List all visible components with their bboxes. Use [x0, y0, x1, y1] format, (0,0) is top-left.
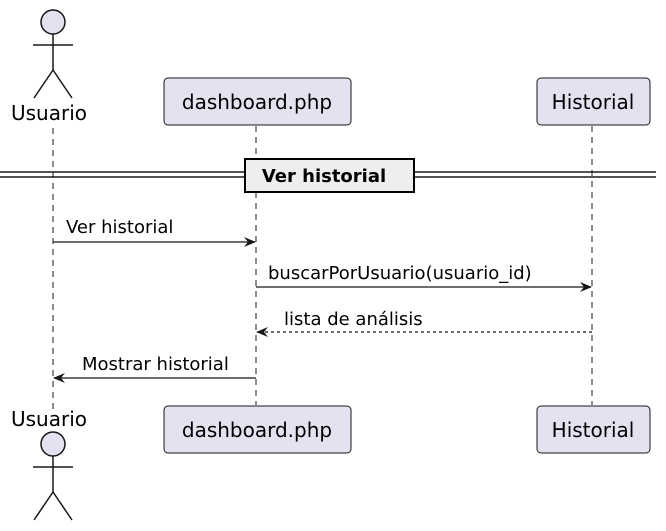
actor-usuario-bottom: Usuario — [11, 407, 87, 521]
actor-icon — [33, 9, 73, 99]
participant-box — [536, 77, 651, 126]
message-2: buscarPorUsuario(usuario_id) — [256, 263, 592, 292]
divider-ver-historial: Ver historial — [0, 158, 656, 193]
divider-label: Ver historial — [262, 166, 386, 187]
message-label: buscarPorUsuario(usuario_id) — [268, 263, 532, 284]
message-label: Ver historial — [66, 217, 173, 238]
participant-dashboard-top: dashboard.php — [163, 77, 352, 126]
actor-label: Usuario — [11, 101, 87, 125]
divider-box — [244, 158, 415, 193]
participant-box — [163, 77, 352, 126]
message-4: Mostrar historial — [53, 354, 256, 383]
actor-usuario-top: Usuario — [11, 9, 87, 125]
message-label: lista de análisis — [284, 309, 423, 330]
participant-dashboard-bottom: dashboard.php — [163, 405, 352, 454]
message-label: Mostrar historial — [82, 354, 229, 375]
message-3: lista de análisis — [256, 309, 592, 337]
participant-box — [536, 405, 651, 454]
participant-label: dashboard.php — [182, 418, 332, 442]
participant-box — [163, 405, 352, 454]
actor-icon — [33, 431, 73, 521]
participant-historial-top: Historial — [536, 77, 651, 126]
message-1: Ver historial — [53, 217, 256, 247]
participant-label: dashboard.php — [182, 90, 332, 114]
participant-historial-bottom: Historial — [536, 405, 651, 454]
participant-label: Historial — [552, 90, 635, 114]
participant-label: Historial — [552, 418, 635, 442]
actor-label: Usuario — [11, 407, 87, 431]
